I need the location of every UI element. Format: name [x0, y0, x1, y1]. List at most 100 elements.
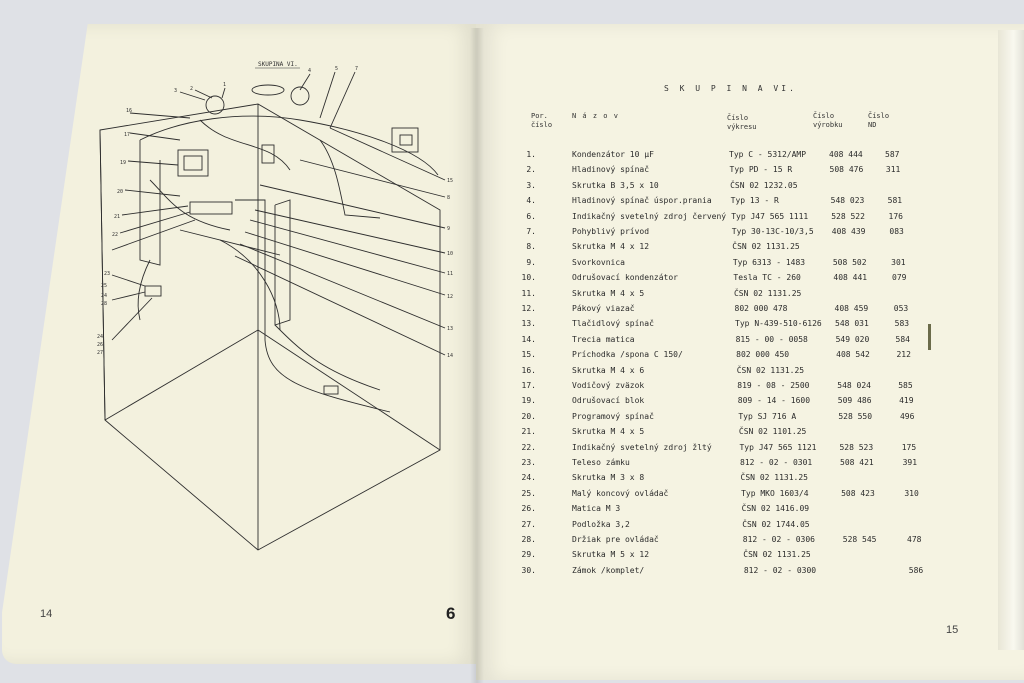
row-name: Hladinový spínač — [572, 165, 650, 175]
row-number: 23. — [521, 458, 536, 467]
row-number: 14. — [521, 334, 536, 344]
table-row: 3. Skrutka B 3,5 x 10 ČSN 02 1232.05 — [0, 181, 1000, 194]
row-number: 17. — [521, 381, 536, 390]
callout-24a: 24 — [101, 293, 107, 299]
row-name: Vodičový zväzok — [572, 381, 645, 390]
row-drawing-number: 812 - 02 - 0306 — [742, 535, 815, 544]
row-nd-number: 212 — [896, 350, 911, 360]
row-name: Držiak pre ovládač — [572, 535, 659, 544]
level-switch — [205, 95, 225, 115]
header-cislo-vyrobku: Číslo výrobku — [813, 112, 843, 129]
row-product-number: 508 423 — [841, 488, 875, 498]
row-product-number: 408 439 — [831, 227, 866, 236]
row-drawing-number: Typ 30-13C-10/3,5 — [731, 227, 814, 236]
row-drawing-number: ČSN 02 1131.25 — [743, 550, 811, 560]
row-name: Zámok /komplet/ — [572, 565, 645, 575]
row-nd-number: 391 — [902, 458, 918, 467]
callout-2: 2 — [190, 86, 193, 92]
row-product-number: 548 023 — [830, 196, 865, 206]
callout-17: 17 — [124, 132, 130, 138]
callout-24b: 24 — [97, 334, 103, 340]
callout-3: 3 — [174, 88, 177, 94]
row-name: Pohyblivý prívod — [572, 227, 650, 236]
row-name: Skrutka M 4 x 6 — [572, 365, 645, 375]
row-number: 12. — [521, 304, 536, 313]
row-number: 15. — [521, 350, 536, 360]
row-number: 13. — [521, 319, 536, 329]
callout-4: 4 — [308, 68, 311, 74]
row-product-number: 408 459 — [834, 304, 869, 313]
row-nd-number: 478 — [907, 535, 922, 544]
callout-28: 28 — [101, 301, 107, 307]
callout-13: 13 — [447, 326, 453, 332]
callout-14: 14 — [447, 353, 453, 359]
row-name: Teleso zámku — [572, 458, 630, 467]
row-drawing-number: Typ N-439-510-6126 — [735, 319, 822, 329]
row-name: Skrutka M 4 x 5 — [572, 288, 645, 298]
row-name: Tlačidlový spínač — [572, 319, 654, 329]
row-number: 19. — [521, 396, 536, 406]
row-drawing-number: Typ J47 565 1111 — [731, 211, 809, 221]
row-drawing-number: ČSN 02 1232.05 — [730, 180, 798, 190]
row-nd-number: 584 — [895, 334, 910, 344]
row-product-number: 508 421 — [840, 458, 874, 467]
row-nd-number: 581 — [887, 196, 903, 206]
header-cislo-vykresu: Číslo výkresu — [727, 114, 757, 131]
callout-26: 26 — [97, 342, 103, 348]
row-drawing-number: Typ 6313 - 1483 — [732, 257, 806, 267]
row-name: Skrutka M 4 x 12 — [572, 242, 650, 252]
row-product-number: 509 486 — [837, 396, 872, 406]
row-number: 21. — [521, 427, 536, 437]
row-name: Skrutka B 3,5 x 10 — [572, 180, 659, 190]
row-name: Skrutka M 3 x 8 — [572, 473, 645, 483]
row-drawing-number: ČSN 02 1131.25 — [736, 365, 805, 375]
row-name: Skrutka M 4 x 5 — [572, 427, 645, 437]
row-drawing-number: 809 - 14 - 1600 — [737, 396, 811, 406]
row-product-number: 408 441 — [833, 273, 868, 283]
row-nd-number: 310 — [904, 488, 919, 498]
row-name: Svorkovnica — [572, 257, 625, 267]
row-number: 4. — [526, 196, 536, 206]
row-name: Odrušovací blok — [572, 396, 645, 406]
row-number: 1. — [526, 150, 536, 159]
row-number: 28. — [521, 535, 536, 544]
page-number-right: 15 — [946, 624, 959, 636]
row-name: Matica M 3 — [572, 504, 621, 514]
callout-21: 21 — [114, 214, 120, 220]
row-name: Malý koncový ovládač — [572, 488, 669, 498]
callout-9: 9 — [447, 226, 450, 232]
row-name: Indikačný svetelný zdroj žltý — [572, 442, 712, 452]
row-drawing-number: 812 - 02 - 0301 — [740, 458, 813, 467]
row-drawing-number: Typ J47 565 1121 — [739, 442, 817, 452]
programmer-switch — [177, 149, 209, 177]
row-nd-number: 587 — [885, 150, 900, 159]
page-marker — [928, 324, 931, 350]
sheet-number: 6 — [446, 604, 456, 623]
row-number: 30. — [521, 565, 536, 575]
row-drawing-number: ČSN 02 1131.25 — [733, 288, 802, 298]
diagram-title: SKUPINA VI. — [258, 61, 298, 68]
row-drawing-number: 802 000 478 — [734, 304, 788, 313]
row-product-number: 408 444 — [829, 150, 863, 159]
row-name: Programový spínač — [572, 411, 654, 421]
row-number: 3. — [526, 180, 536, 190]
page-stack-edge — [998, 30, 1024, 650]
row-number: 24. — [521, 473, 536, 483]
callout-8: 8 — [447, 195, 450, 201]
book-spine — [470, 28, 484, 683]
row-drawing-number: Typ MKO 1603/4 — [741, 488, 809, 498]
row-name: Príchodka /spona C 150/ — [572, 350, 683, 360]
row-number: 10. — [521, 273, 536, 283]
wiring-diagram: SKUPINA VI. 3 2 1 4 5 7 16 17 19 20 21 2… — [97, 61, 453, 551]
row-drawing-number: ČSN 02 1416.09 — [741, 504, 810, 514]
row-product-number: 548 024 — [837, 381, 871, 390]
row-number: 20. — [521, 411, 536, 421]
table-row: 23. Teleso zámku 812 - 02 - 0301 508 421 391 — [0, 458, 1000, 471]
row-product-number: 528 523 — [839, 442, 874, 452]
